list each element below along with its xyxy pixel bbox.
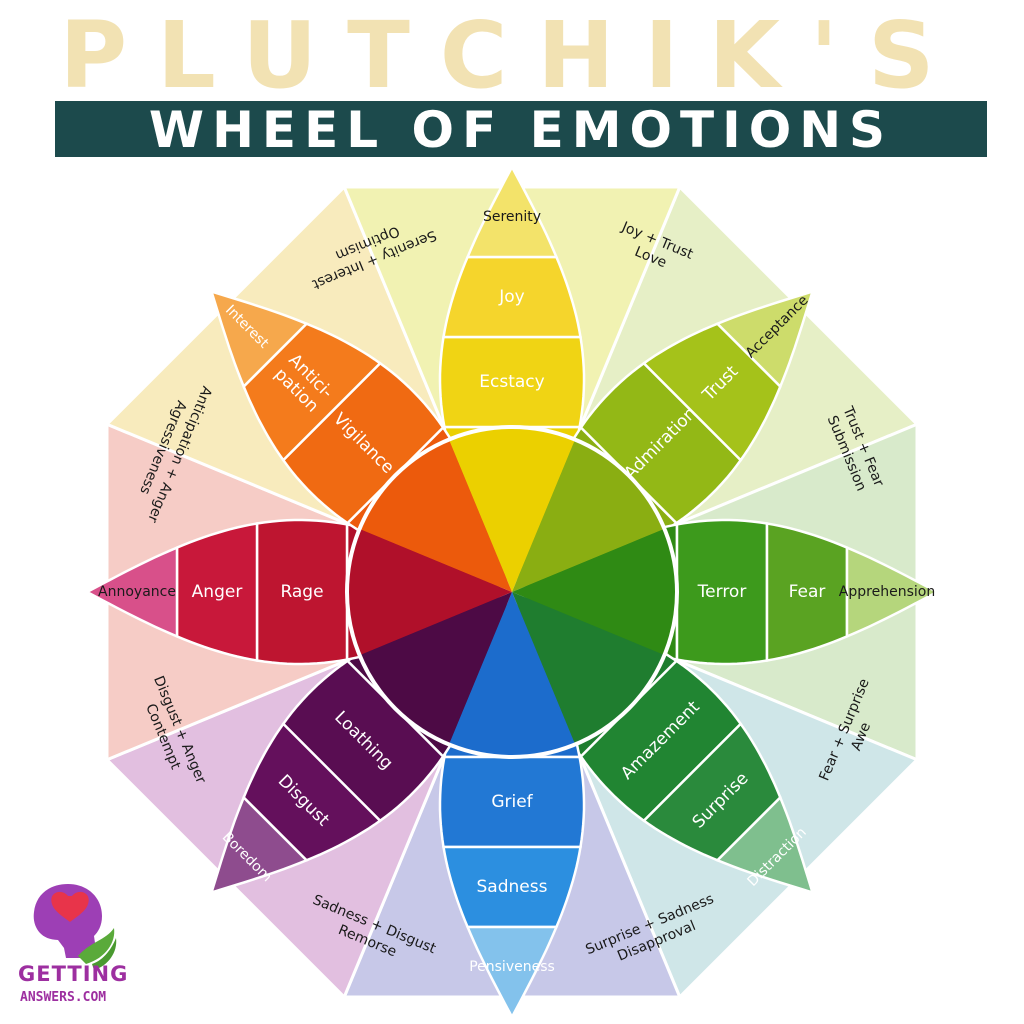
core-sector-blue — [448, 592, 576, 758]
logo-text-getting: GETTING — [18, 962, 129, 986]
core-sector-darkgreen — [512, 592, 665, 745]
emotion-label-anger: Anger — [192, 582, 243, 602]
inner-circle — [345, 425, 679, 759]
petal-tip — [715, 289, 815, 389]
emotion-label-apprehension: Apprehension — [839, 584, 935, 600]
emotion-label-fear: Fear — [789, 582, 826, 602]
emotion-label-serenity: Serenity — [483, 209, 541, 225]
emotion-label-annoyance: Annoyance — [98, 584, 176, 600]
title-banner: WHEEL OF EMOTIONS — [55, 101, 987, 159]
petal-tip — [209, 795, 309, 895]
octagon-border — [102, 182, 922, 1002]
emotion-label-grief: Grief — [491, 792, 533, 812]
petal-tip — [465, 164, 559, 259]
emotion-label-rage: Rage — [280, 582, 323, 602]
core-sector-yellow — [448, 427, 576, 592]
petal-tip — [84, 545, 179, 639]
core-sector-purple — [359, 592, 512, 745]
emotion-label-joy: Joy — [498, 287, 524, 307]
title-line-1: PLUTCHIK'S — [59, 2, 965, 109]
petal-tip — [465, 925, 559, 1020]
petal-tip — [845, 545, 940, 639]
emotion-label-sadness: Sadness — [477, 877, 548, 897]
emotion-label-terror: Terror — [697, 582, 747, 602]
emotion-label-pensiveness: Pensiveness — [469, 959, 555, 975]
core-sector-orange — [359, 439, 512, 592]
logo-text-answers: ANSWERS.COM — [20, 990, 107, 1005]
heart-head-logo-icon — [33, 884, 117, 970]
emotion-label-ecstacy: Ecstacy — [479, 372, 544, 392]
core-sector-lime — [512, 439, 665, 592]
petal-tip — [715, 795, 815, 895]
core-sector-red — [346, 528, 512, 656]
core-sector-green — [512, 528, 677, 656]
petal-tip — [209, 289, 309, 389]
